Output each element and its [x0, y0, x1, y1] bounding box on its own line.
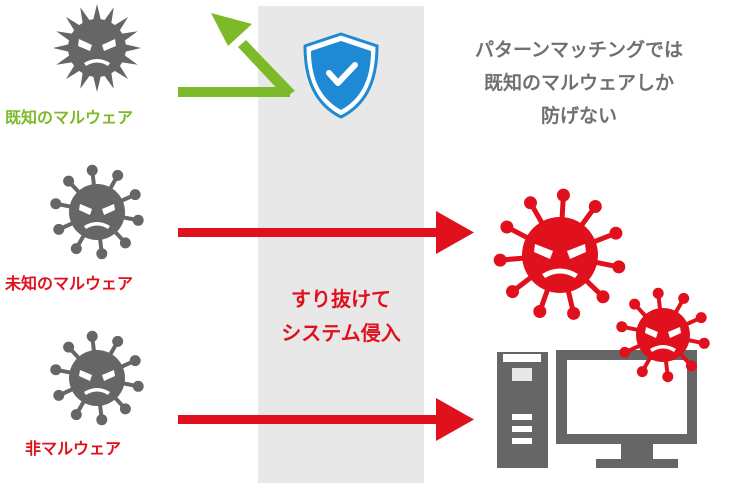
- unknown-malware-label: 未知のマルウェア: [5, 274, 134, 293]
- shield-check-icon: [303, 32, 379, 119]
- breach-line: システム侵入: [281, 321, 401, 345]
- breach-line: すり抜けて: [291, 287, 391, 311]
- note-line: 防げない: [540, 105, 617, 127]
- known-malware-virus-icon: [53, 4, 141, 92]
- non-malware-virus-icon: [50, 330, 144, 426]
- known-malware-label: 既知のマルウェア: [5, 108, 134, 127]
- unknown-malware-virus-icon: [50, 164, 144, 260]
- system-breach-caption: すり抜けて システム侵入: [258, 282, 424, 350]
- pass-through-arrow-non-malware-icon: [178, 398, 474, 441]
- pass-through-arrow-unknown-icon: [178, 211, 474, 254]
- note-line: パターンマッチングでは: [474, 39, 684, 61]
- note-line: 既知のマルウェアしか: [483, 72, 674, 94]
- blocked-arrow-icon: [178, 13, 295, 97]
- pattern-matching-note: パターンマッチングでは 既知のマルウェアしか 防げない: [434, 34, 724, 133]
- infecting-virus-large-icon: [493, 188, 626, 320]
- non-malware-label: 非マルウェア: [25, 439, 122, 458]
- infecting-virus-small-icon: [616, 287, 710, 383]
